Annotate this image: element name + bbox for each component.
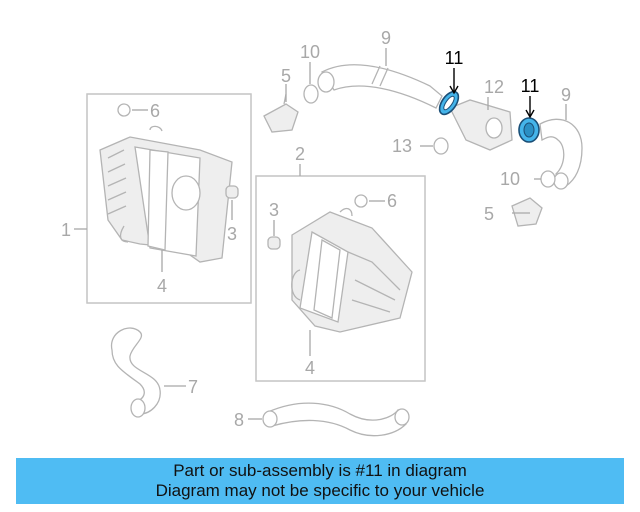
callout-5b: 5	[484, 204, 494, 224]
callout-2: 2	[295, 144, 305, 164]
air-cleaner-assembly-2	[291, 207, 413, 333]
clamp-icon-6a	[117, 103, 131, 117]
callout-4a: 4	[157, 276, 167, 296]
callout-1: 1	[61, 220, 71, 240]
callout-10a: 10	[300, 42, 320, 62]
clamp-icon-11a	[438, 90, 460, 116]
callout-13: 13	[392, 136, 412, 156]
callout-8: 8	[234, 410, 244, 430]
hose-icon-7	[110, 327, 161, 418]
leader-lines	[74, 48, 567, 420]
sensor-icon-5b	[511, 197, 543, 227]
grommet-icon-3b	[267, 236, 281, 250]
hose-icon-8	[262, 402, 410, 437]
callout-3a: 3	[227, 224, 237, 244]
assembly-box-2	[255, 175, 426, 382]
callout-9a: 9	[381, 28, 391, 48]
hose-icon-9a	[317, 64, 443, 109]
caption-line-1: Part or sub-assembly is #11 in diagram	[173, 461, 467, 480]
air-cleaner-assembly-1	[99, 125, 233, 263]
callout-4b: 4	[305, 358, 315, 378]
clamp-icon-11b	[518, 117, 540, 143]
sensor-icon-5a	[263, 93, 299, 133]
clamp-icon-10a	[303, 84, 319, 104]
callout-6b: 6	[387, 191, 397, 211]
callout-9b: 9	[561, 85, 571, 105]
callout-11a: 11	[445, 48, 464, 68]
callout-10b: 10	[500, 169, 520, 189]
parts-diagram: 1 2 3 3 4 4 5 5 6 6 7 8 9 9 10 10 11 11 …	[61, 28, 583, 437]
clamp-icon-10b	[540, 170, 556, 188]
duct-icon-12	[449, 99, 513, 151]
callout-11b: 11	[521, 76, 540, 96]
callout-6a: 6	[150, 101, 160, 121]
grommet-icon-3a	[225, 185, 239, 199]
callout-5a: 5	[281, 66, 291, 86]
clamp-icon-13	[433, 137, 449, 155]
assembly-box-1	[86, 93, 252, 304]
caption-banner: Part or sub-assembly is #11 in diagram D…	[16, 458, 624, 504]
clamp-icon-6b	[354, 194, 368, 208]
callout-12: 12	[484, 77, 504, 97]
caption-line-2: Diagram may not be specific to your vehi…	[155, 481, 485, 500]
callout-3b: 3	[269, 200, 279, 220]
callout-7: 7	[188, 377, 198, 397]
hose-icon-9b	[539, 118, 583, 190]
